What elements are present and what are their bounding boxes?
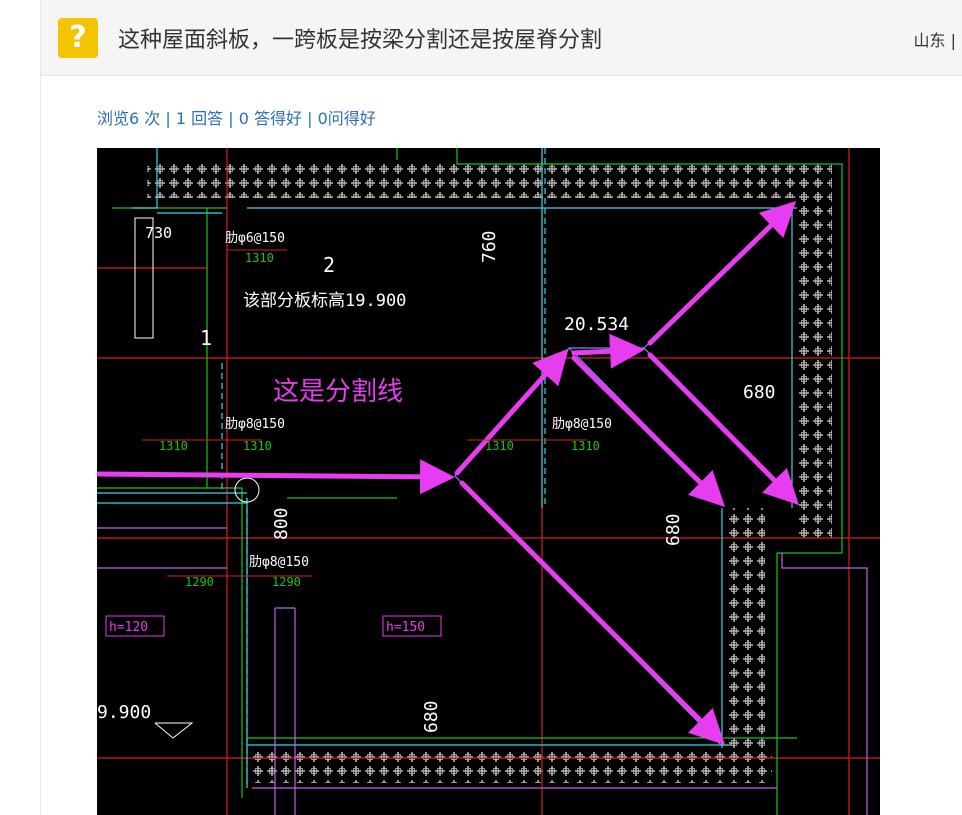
h150-label: h=150 bbox=[386, 620, 425, 635]
dim-680-bottom: 680 bbox=[421, 700, 442, 733]
dim-680-mid: 680 bbox=[663, 513, 684, 546]
stats-separator: | bbox=[165, 109, 171, 128]
wall-bottom bbox=[252, 748, 772, 783]
stats-separator: | bbox=[228, 109, 234, 128]
stats-separator: | bbox=[307, 109, 313, 128]
left-gutter bbox=[0, 0, 40, 815]
cad-drawing-svg: 730 肋φ6@150 1310 2 760 该部分板标高19.900 1 20… bbox=[97, 148, 880, 815]
rebar-label-2: 肋φ8@150 bbox=[225, 417, 285, 432]
span-label-1: 1310 bbox=[245, 251, 274, 265]
answers-link[interactable]: 1 回答 bbox=[175, 109, 224, 128]
question-header: ? 这种屋面斜板，一跨板是按梁分割还是按屋脊分割 山东 | bbox=[41, 0, 962, 76]
location-label: 山东 | bbox=[913, 31, 956, 50]
rebar-label-3: 肋φ8@150 bbox=[552, 417, 612, 432]
left-small-rect bbox=[134, 217, 154, 339]
slab-number-1: 1 bbox=[200, 326, 212, 350]
h150-box bbox=[382, 615, 442, 637]
dim-760: 760 bbox=[479, 230, 500, 263]
question-mark-icon: ? bbox=[58, 18, 98, 58]
rebar-label-4: 肋φ8@150 bbox=[249, 555, 309, 570]
slab-number-2: 2 bbox=[323, 253, 335, 277]
split-line-annotation: 这是分割线 bbox=[273, 377, 403, 407]
elevation-peak: 20.534 bbox=[564, 314, 629, 335]
good-questions-link[interactable]: 0问得好 bbox=[317, 109, 376, 128]
wall-inner-right bbox=[729, 508, 765, 763]
span-label-4: 1310 bbox=[485, 439, 514, 453]
rebar-label-1: 肋φ6@150 bbox=[225, 231, 285, 246]
views-count: 浏览6 次 bbox=[97, 109, 161, 128]
dim-800: 800 bbox=[271, 507, 292, 540]
cad-drawing-image: 730 肋φ6@150 1310 2 760 该部分板标高19.900 1 20… bbox=[97, 148, 880, 815]
wall-right bbox=[797, 162, 832, 538]
level-note: 该部分板标高19.900 bbox=[243, 291, 406, 311]
dim-680-right: 680 bbox=[743, 382, 776, 403]
span-label-2: 1310 bbox=[159, 439, 188, 453]
dim-730: 730 bbox=[145, 224, 172, 242]
good-answers-link[interactable]: 0 答得好 bbox=[238, 109, 302, 128]
cyan-lines bbox=[97, 148, 797, 788]
span-label-5: 1310 bbox=[571, 439, 600, 453]
span-label-3: 1310 bbox=[243, 439, 272, 453]
wall-top bbox=[147, 162, 832, 198]
h120-box bbox=[105, 615, 165, 637]
span-label-6: 1290 bbox=[185, 575, 214, 589]
h120-label: h=120 bbox=[109, 620, 148, 635]
elevation-triangle bbox=[154, 722, 194, 739]
dimension-lines bbox=[142, 249, 587, 577]
split-arrows bbox=[97, 201, 800, 746]
purple-lines bbox=[97, 527, 868, 815]
column-circle bbox=[234, 477, 260, 503]
span-label-7: 1290 bbox=[272, 575, 301, 589]
question-title: 这种屋面斜板，一跨板是按梁分割还是按屋脊分割 bbox=[118, 28, 603, 53]
elevation-left: 9.900 bbox=[97, 702, 151, 723]
question-stats: 浏览6 次 | 1 回答 | 0 答得好 | 0问得好 bbox=[97, 105, 376, 129]
gutter-divider bbox=[40, 0, 41, 815]
